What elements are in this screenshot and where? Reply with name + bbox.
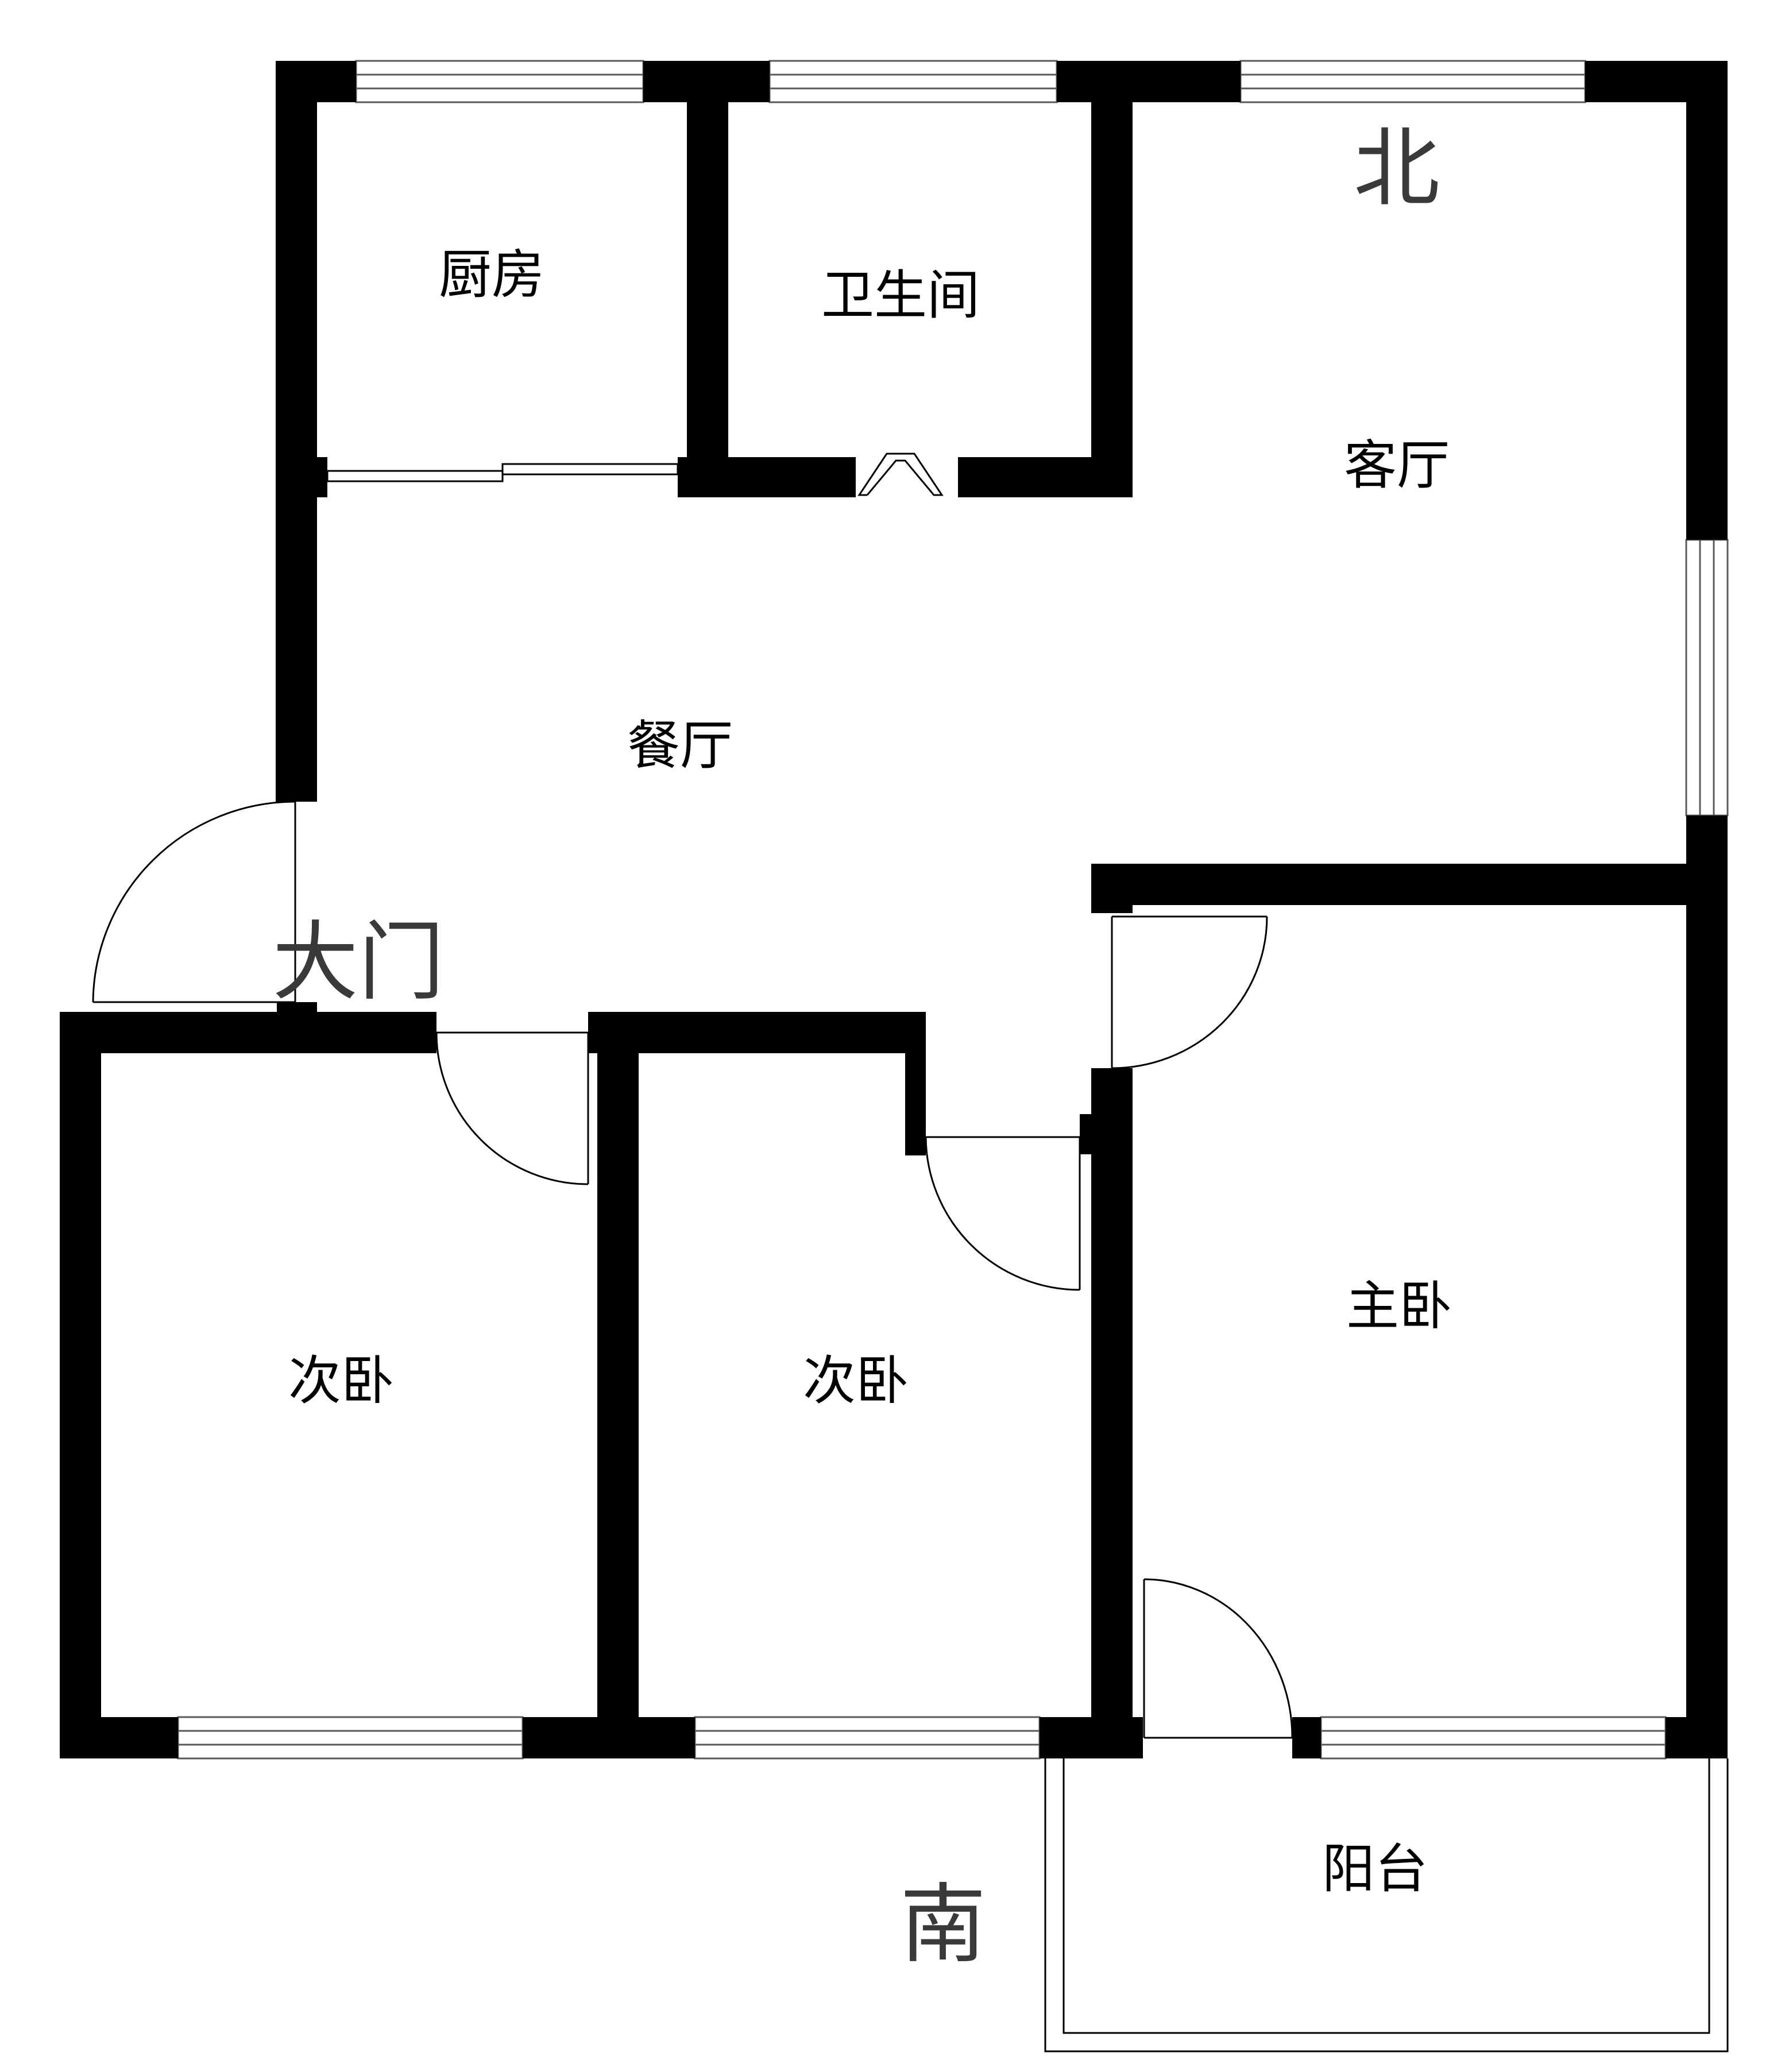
window-bedroom-middle [694,1716,1041,1760]
room-label-bathroom: 卫生间 [821,265,980,326]
balcony-door [1143,1578,1293,1739]
compass: 北 南 [900,119,1440,1975]
walls [60,61,1728,1758]
window-living-side [1685,539,1729,817]
room-label-master-bedroom: 主卧 [1346,1275,1452,1337]
window-kitchen [355,60,644,103]
master-bedroom-door [1111,915,1268,1069]
room-labels: 厨房 卫生间 客厅 餐厅 次卧 次卧 主卧 阳台 [288,244,1452,1900]
window-living-top [1239,60,1586,103]
balcony-railing [1044,1758,1729,2052]
room-label-balcony: 阳台 [1322,1838,1428,1900]
window-master-bedroom [1320,1716,1667,1760]
doors [92,453,1293,1739]
window-bedroom-left [177,1716,524,1760]
entrance-label: 大门 [272,913,445,1012]
room-label-secondary-bedroom-middle: 次卧 [803,1350,909,1412]
bedroom-left-door [435,1031,589,1185]
room-label-secondary-bedroom-left: 次卧 [288,1350,394,1412]
bathroom-bifold-door [857,453,944,496]
bedroom-middle-door [925,1136,1081,1291]
entrance-door [92,801,296,1003]
compass-north-label: 北 [1354,119,1440,219]
compass-south-label: 南 [900,1875,986,1975]
window-bathroom [768,60,1058,103]
kitchen-sliding-door [326,463,679,482]
room-label-kitchen: 厨房 [439,244,544,306]
room-label-living-room: 客厅 [1344,435,1450,496]
room-label-dining-room: 餐厅 [627,715,733,776]
